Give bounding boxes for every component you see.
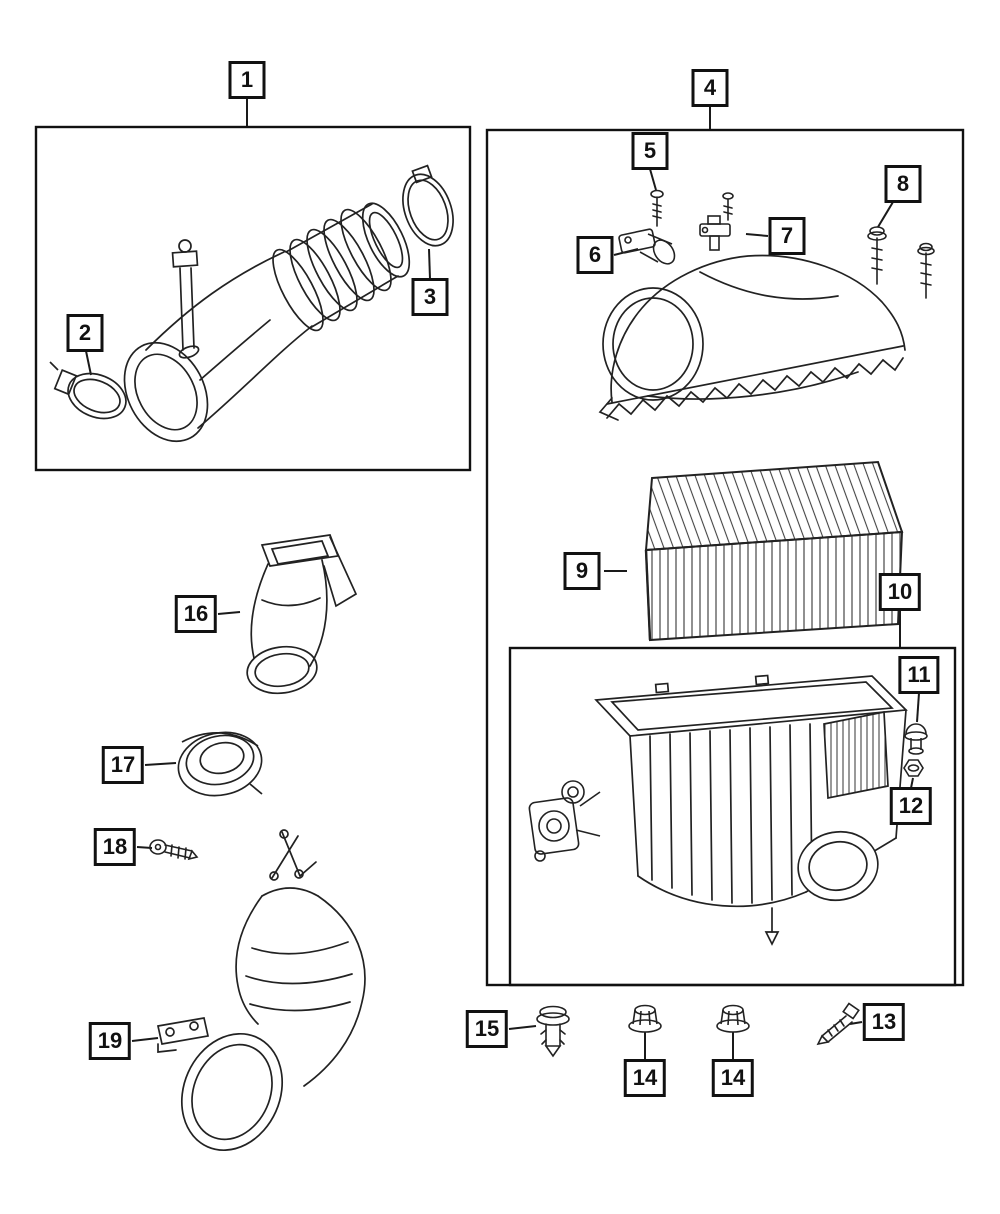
housing-actuator-drawing: [528, 780, 601, 862]
lower-resonator-duct-drawing: [156, 829, 366, 1152]
nut-14b-drawing: [716, 1004, 750, 1033]
callout-13[interactable]: 13: [862, 1003, 906, 1041]
callout-2[interactable]: 2: [66, 314, 104, 352]
callout-11[interactable]: 11: [898, 656, 940, 694]
callout-12[interactable]: 12: [889, 787, 933, 825]
screw-13-drawing: [816, 1002, 860, 1046]
air-cleaner-housing-drawing: [594, 674, 908, 946]
callout-5[interactable]: 5: [631, 132, 669, 170]
group-box-1: [34, 125, 472, 472]
nut-14a-drawing: [628, 1004, 662, 1033]
callout-19[interactable]: 19: [88, 1022, 132, 1060]
callout-14a[interactable]: 14: [623, 1059, 667, 1097]
callout-16[interactable]: 16: [174, 595, 218, 633]
hose-clamp-2-drawing: [49, 361, 127, 420]
maf-sensor-drawing: [618, 228, 676, 265]
callout-7[interactable]: 7: [768, 217, 806, 255]
air-cleaner-cover-drawing: [598, 254, 906, 421]
callout-6[interactable]: 6: [576, 236, 614, 274]
callout-14b[interactable]: 14: [711, 1059, 755, 1097]
callout-10[interactable]: 10: [878, 573, 922, 611]
dipstick-tube-drawing: [171, 239, 200, 359]
callout-1[interactable]: 1: [228, 61, 266, 99]
callout-18[interactable]: 18: [93, 828, 137, 866]
callout-3[interactable]: 3: [411, 278, 449, 316]
air-filter-element-drawing: [644, 460, 904, 642]
screw-18-drawing: [149, 839, 199, 861]
nut-12-drawing: [903, 759, 924, 777]
callout-17[interactable]: 17: [101, 746, 145, 784]
map-sensor-drawing: [699, 215, 731, 251]
push-pin-drawing: [536, 1005, 570, 1058]
screws-8-drawing: [867, 226, 935, 299]
screw-5-drawing: [650, 189, 734, 227]
callout-9[interactable]: 9: [563, 552, 601, 590]
callout-8[interactable]: 8: [884, 165, 922, 203]
grommet-drawing: [904, 723, 928, 755]
group-box-housing: [508, 646, 957, 987]
callout-4[interactable]: 4: [691, 69, 729, 107]
upper-duct-drawing: [246, 534, 358, 695]
intake-hose-drawing: [123, 202, 411, 443]
group-boxes: [34, 125, 965, 987]
hose-clamp-3-drawing: [402, 164, 454, 247]
callout-15[interactable]: 15: [465, 1010, 509, 1048]
seal-ring-drawing: [177, 731, 263, 797]
